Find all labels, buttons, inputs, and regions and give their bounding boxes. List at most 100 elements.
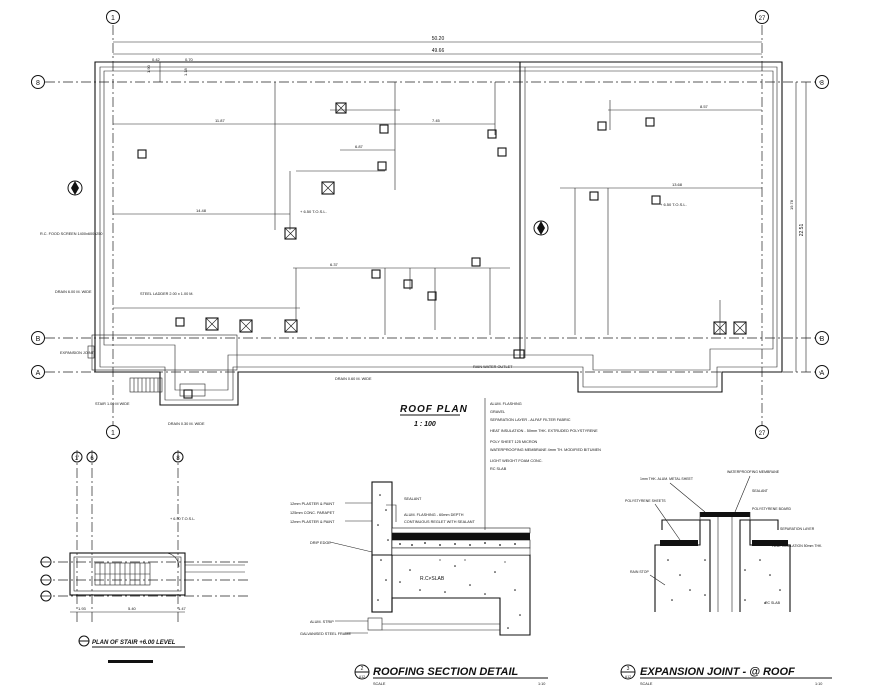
svg-text:A12: A12 bbox=[625, 675, 631, 679]
svg-text:A: A bbox=[36, 370, 41, 377]
level-marker-right bbox=[533, 220, 549, 236]
ej-note-slab: RC SLAB bbox=[765, 601, 781, 605]
stair-plan: 1' 6 8 1.93 5.40 bbox=[40, 450, 250, 663]
layer-3: SEPARATION LAYER - ALFAF FILTER FABRIC bbox=[490, 418, 571, 422]
dim-top-misc-1: 0.42 bbox=[152, 57, 161, 62]
layer-2: GRAVEL bbox=[490, 410, 505, 414]
layer-5: POLY SHEET 125 MICRON bbox=[490, 440, 538, 444]
roofing-scale-value: 1:10 bbox=[538, 682, 545, 686]
dim-run-3: 7.45 bbox=[432, 118, 441, 123]
svg-text:2: 2 bbox=[361, 666, 364, 672]
svg-text:27: 27 bbox=[759, 16, 766, 22]
rc-slab bbox=[371, 554, 531, 636]
lower-slab bbox=[91, 334, 238, 371]
dim-run-5: 6.87 bbox=[355, 144, 364, 149]
grid-bubble-8-left: 8 bbox=[31, 75, 45, 89]
ej-note-rainstop: RAIN STOP bbox=[630, 570, 649, 574]
note-drain-mid: DRAIN 0.60 M. WIDE bbox=[335, 377, 372, 381]
svg-text:8: 8 bbox=[820, 80, 824, 87]
ej-note-sealant: SEALANT bbox=[752, 489, 769, 493]
svg-text:27: 27 bbox=[759, 431, 766, 437]
grid-bubble-b-left: B bbox=[31, 331, 45, 345]
dim-run-7: 13.68 bbox=[672, 182, 683, 187]
note-rainwater-outlet: RAIN WATER OUTLET bbox=[473, 365, 513, 369]
dim-right-vertical-inner: 19.78 bbox=[789, 199, 794, 210]
stair-dim-1: 1.93 bbox=[78, 606, 87, 611]
dim-run-2: 14.48 bbox=[196, 208, 207, 213]
note-slab-level-left: + 6.50 T.O.S.L. bbox=[300, 209, 327, 214]
stair-plan-title: PLAN OF STAIR +6.00 LEVEL bbox=[92, 640, 176, 646]
inner-drain-line bbox=[103, 70, 774, 391]
stair-dim-2: 5.40 bbox=[128, 606, 137, 611]
ej-note-insulation: HEAT INSULATION 50mm THK. bbox=[772, 544, 822, 548]
expansion-scale-value: 1:10 bbox=[815, 682, 822, 686]
expansion-joint-detail: 1mm THK. ALUM. METAL SHEET WATERPROOFING… bbox=[620, 470, 832, 686]
ej-slab-outline bbox=[654, 520, 791, 612]
note-sealant: SEALANT bbox=[404, 497, 422, 501]
expansion-title: EXPANSION JOINT - @ ROOF bbox=[640, 666, 795, 678]
roofing-section-detail: ALUM. FLASHING GRAVEL SEPARATION LAYER -… bbox=[290, 398, 601, 686]
grid-bubble-b-right: B bbox=[815, 331, 829, 345]
svg-text:3: 3 bbox=[627, 666, 630, 672]
expansion-title-bubble: 3 A12 bbox=[620, 664, 636, 680]
parapet-wall bbox=[371, 481, 393, 613]
outer-parapet bbox=[94, 61, 783, 406]
ej-left-upstand bbox=[661, 519, 711, 612]
svg-text:B: B bbox=[36, 336, 41, 343]
roofing-scale-label: SCALE bbox=[373, 682, 386, 686]
ej-note-membrane: WATERPROOFING MEMBRANE bbox=[727, 470, 780, 474]
expansion-scale-label: SCALE bbox=[640, 682, 653, 686]
stair-grid-8: 8 bbox=[176, 456, 180, 462]
layer-6: WATERPROOFING MEMBRANE 4mm TH. MODIFIED … bbox=[490, 448, 601, 452]
stair-grid-6: 6 bbox=[90, 456, 94, 462]
left-note-1: 12mm PLASTER & PAINT bbox=[290, 502, 335, 506]
ej-note-separation: SEPARATION LAYER bbox=[780, 527, 815, 531]
stair-slab-level: + 6.50 T.O.S.L. bbox=[170, 517, 195, 521]
note-flashing-2: CONTINUOUS REGLET WITH SEALANT bbox=[404, 520, 475, 524]
roof-plan: 1 27 1 27 8 8 B B bbox=[31, 10, 829, 439]
roofing-title-bubble: 2 A12 bbox=[354, 664, 370, 680]
svg-text:8: 8 bbox=[36, 80, 40, 87]
svg-text:A12: A12 bbox=[359, 675, 365, 679]
grid-bubble-8-right: 8 bbox=[815, 75, 829, 89]
note-flashing: ALUM. FLASHING - 60mm DEPTH bbox=[404, 513, 464, 517]
note-steel-frame: GALVANISED STEEL FRAME bbox=[300, 632, 351, 636]
layer-8: RC SLAB bbox=[490, 467, 507, 471]
roof-plan-title: ROOF PLAN bbox=[400, 404, 468, 415]
left-note-2: 125mm CONC. PARAPET bbox=[290, 511, 335, 515]
ej-metal-sheet bbox=[700, 512, 750, 517]
left-note-3: 12mm PLASTER & PAINT bbox=[290, 520, 335, 524]
ej-note-board: POLYSTYRENE BOARD bbox=[752, 507, 792, 511]
ej-note-sheets: POLYSTYRENE SHEETS bbox=[625, 499, 666, 503]
roofing-title: ROOFING SECTION DETAIL bbox=[373, 666, 519, 678]
grid-bubble-a-left: A bbox=[31, 365, 45, 379]
grid-bubble-a-right: A bbox=[815, 365, 829, 379]
note-alum-strip: ALUM. STRIP bbox=[310, 620, 334, 624]
layer-4: HEAT INSULATION - 50mm THK. EXTRUDED POL… bbox=[490, 429, 598, 433]
grid-bubble-1-bottom: 1 bbox=[106, 425, 120, 439]
note-slab-level-right: + 6.50 T.O.S.L. bbox=[660, 202, 687, 207]
note-drain-bottom: DRAIN 0.30 M. WIDE bbox=[168, 422, 205, 426]
layer-1: ALUM. FLASHING bbox=[490, 402, 522, 406]
grid-bubble-1-top: 1 bbox=[106, 10, 120, 24]
note-rc-slab: R.C. SLAB bbox=[420, 576, 445, 582]
note-steel-ladder: STEEL LADDER 2.00 x 1.00 M. bbox=[140, 292, 193, 296]
inner-parapet bbox=[99, 66, 778, 401]
stair-dim-3: 1.47 bbox=[178, 606, 187, 611]
note-stair: STAIR 1.00 M WIDE bbox=[95, 402, 130, 406]
dim-overall-inner: 49.66 bbox=[432, 48, 445, 54]
stair-grid-1: 1' bbox=[75, 456, 79, 462]
note-drain-left: DRAIN 6.00 M. WIDE bbox=[55, 290, 92, 294]
svg-text:1: 1 bbox=[111, 430, 115, 437]
ej-note-metal: 1mm THK. ALUM. METAL SHEET bbox=[640, 477, 694, 481]
note-rcc-band: R.C. FOOD SCREEN 1400x600x250 bbox=[40, 232, 102, 236]
svg-text:1: 1 bbox=[111, 15, 115, 22]
ej-right-upstand bbox=[739, 519, 779, 612]
roof-drains bbox=[137, 102, 747, 399]
stair-enclosure bbox=[69, 552, 186, 596]
dim-left-bay-1: 1.90 bbox=[146, 64, 151, 73]
dim-right-vertical: 22.51 bbox=[799, 224, 805, 237]
stair-title-bubble bbox=[78, 635, 90, 647]
stair-treads bbox=[94, 562, 151, 586]
